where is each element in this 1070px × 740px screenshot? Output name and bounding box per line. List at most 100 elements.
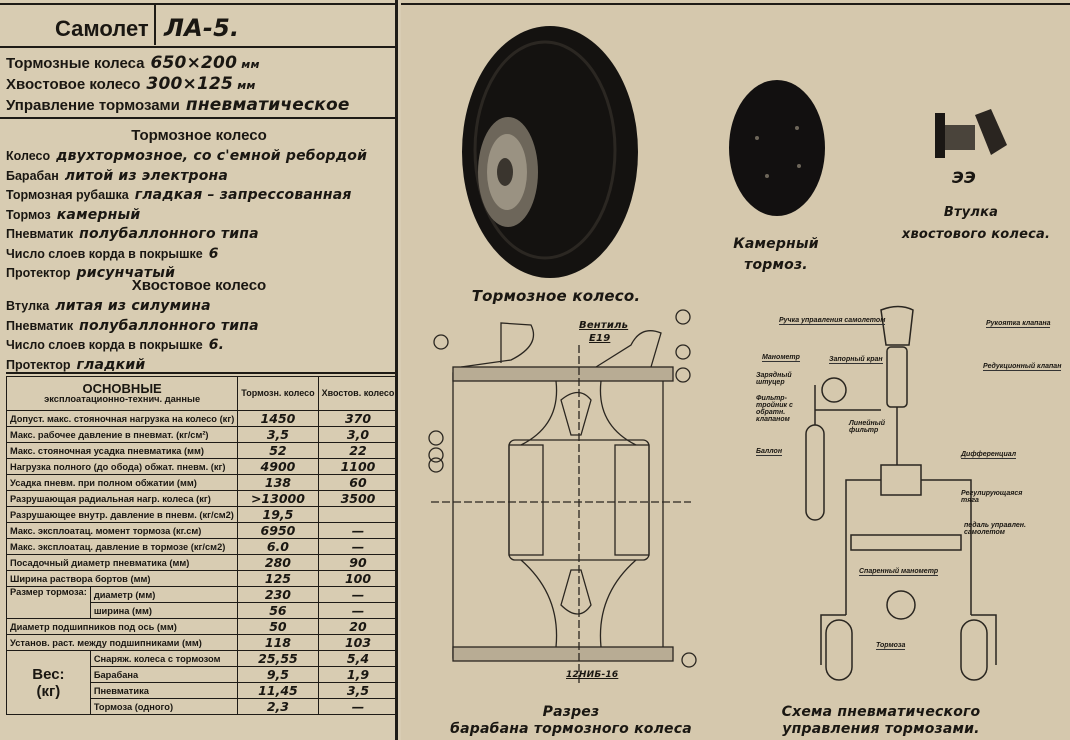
row-value: гладкая – запрессованная — [134, 187, 352, 203]
scheme-caption-2: управления тормозами. — [782, 721, 980, 737]
cell-tail: 20 — [317, 618, 399, 635]
hub-mark: ЭЭ — [952, 168, 976, 187]
hub-caption-2: хвостового колеса. — [901, 227, 1051, 242]
cell-tail: — — [317, 522, 399, 539]
row-label: Втулка — [6, 299, 50, 313]
table-row: ширина (мм) 56 — — [7, 602, 399, 619]
cell-brake: 50 — [237, 618, 319, 635]
row-value: 6. — [208, 337, 225, 353]
brake-size-diameter-label: диаметр (мм) — [89, 586, 239, 603]
chamber-brake-photo — [729, 80, 825, 216]
row-label: Макс. эксплоатац. момент тормоза (кг.см) — [5, 522, 239, 539]
row-value: двухтормозное, со с'емной ребордой — [56, 148, 368, 164]
table-row: Макс. эксплоатац. момент тормоза (кг.см)… — [5, 522, 399, 539]
row-value: камерный — [56, 206, 141, 223]
tail-wheel-spec-row: Протектор гладкий — [6, 357, 145, 373]
cell-brake: 2,3 — [237, 698, 319, 715]
cell-tail: 22 — [317, 442, 399, 459]
cell-brake: 4900 — [237, 458, 319, 475]
row-label: Диаметр подшипников под ось (мм) — [5, 618, 239, 635]
table-row: Пневматика 11,45 3,5 — [7, 682, 399, 699]
cell-brake: 19,5 — [237, 506, 319, 523]
scheme-label-reducer: Редукционный клапан — [983, 363, 1062, 371]
row-label: Установ. раст. между подшипниками (мм) — [5, 634, 239, 651]
weight-row-label: Тормоза (одного) — [89, 698, 239, 715]
row-value: литой из электрона — [64, 167, 229, 184]
row-label: Барабан — [6, 168, 59, 183]
row-label: Допуст. макс. стояночная нагрузка на кол… — [5, 410, 239, 427]
part-number-label: 12НИБ-16 — [566, 670, 619, 680]
wheel-caption: Тормозное колесо. — [471, 287, 641, 305]
cell-brake: 1450 — [237, 410, 319, 427]
row-value: рисунчатый — [76, 265, 176, 281]
row-label: Ширина раствора бортов (мм) — [5, 570, 239, 587]
cell-tail: — — [317, 698, 399, 715]
cell-brake: 118 — [237, 634, 319, 651]
row-value: полубаллонного типа — [79, 317, 259, 334]
table-row: Разрушающая радиальная нагр. колеса (кг)… — [5, 490, 399, 507]
table-row: Усадка пневм. при полном обжатии (мм)138… — [5, 474, 399, 491]
brake-wheel-spec-row: Барабан литой из электрона — [6, 168, 228, 184]
weight-row-label: Снаряж. колеса с тормозом — [89, 650, 239, 667]
brake-wheel-title: Тормозное колесо — [131, 127, 267, 144]
row-label: Разрушающая радиальная нагр. колеса (кг) — [5, 490, 239, 507]
section-caption-1: Разрез — [542, 704, 600, 720]
row-label: Разрушающее внутр. давление в пневм. (кг… — [5, 506, 239, 523]
row-label: Нагрузка полного (до обода) обжат. пневм… — [5, 458, 239, 475]
row-label: Пневматик — [6, 318, 74, 333]
chamber-brake-caption-1: Камерный — [733, 236, 819, 252]
cell-brake: 6.0 — [237, 538, 319, 555]
cell-brake: 125 — [237, 570, 319, 587]
cell-tail — [317, 506, 399, 523]
cell-tail: 3,5 — [317, 682, 399, 699]
weight-row-label: Барабана — [89, 666, 239, 683]
brake-wheel-spec-row: Протектор рисунчатый — [6, 265, 175, 281]
cell-brake: 230 — [237, 586, 319, 603]
row-label: Макс. эксплоатац. давление в тормозе (кг… — [5, 538, 239, 555]
row-label: Протектор — [6, 357, 71, 372]
cell-tail: 1100 — [317, 458, 399, 475]
row-value: литая из силумина — [55, 298, 211, 314]
cell-tail: 100 — [317, 570, 399, 587]
scheme-label-charging: Зарядный штуцер — [756, 372, 792, 386]
row-value: полубаллонного типа — [79, 226, 259, 242]
row-value: гладкий — [76, 356, 146, 373]
cell-tail: 60 — [317, 474, 399, 491]
col-brake-header: Тормозн. колесо — [237, 376, 319, 411]
cell-brake: >13000 — [237, 490, 319, 507]
aircraft-label: Самолет — [55, 16, 149, 41]
table-row: Разрушающее внутр. давление в пневм. (кг… — [5, 506, 399, 523]
cell-tail: 5,4 — [317, 650, 399, 667]
scheme-label-differential: Дифференциал — [961, 451, 1017, 459]
tail-wheel-spec-row: Втулка литая из силумина — [6, 298, 211, 314]
tail-hub-photo — [935, 109, 1007, 158]
weight-label: Вес:(кг) — [6, 650, 91, 715]
cell-brake: 56 — [237, 602, 319, 619]
cell-brake: 9,5 — [237, 666, 319, 683]
cell-brake: 280 — [237, 554, 319, 571]
scheme-label-handle: Ручка управления самолетом — [779, 317, 886, 325]
scheme-label-pedal: педаль управлен. самолетом — [964, 522, 1026, 536]
pneumatic-scheme-drawing — [805, 305, 997, 681]
table-row: Установ. раст. между подшипниками (мм)11… — [5, 634, 399, 651]
row-label: Тормозная рубашка — [6, 188, 129, 202]
row-label: Протектор — [6, 266, 71, 280]
table-row: Макс. стояночная усадка пневматика (мм)5… — [5, 442, 399, 459]
cell-brake: 25,55 — [237, 650, 319, 667]
table-row: Допуст. макс. стояночная нагрузка на кол… — [5, 410, 399, 427]
table-row: Макс. рабочее давление в пневмат. (кг/см… — [5, 426, 399, 443]
cell-tail: — — [317, 602, 399, 619]
table-title: ОСНОВНЫЕ — [82, 380, 162, 396]
scheme-label-cylinder: Баллон — [756, 448, 783, 456]
row-label: Макс. стояночная усадка пневматика (мм) — [5, 442, 239, 459]
